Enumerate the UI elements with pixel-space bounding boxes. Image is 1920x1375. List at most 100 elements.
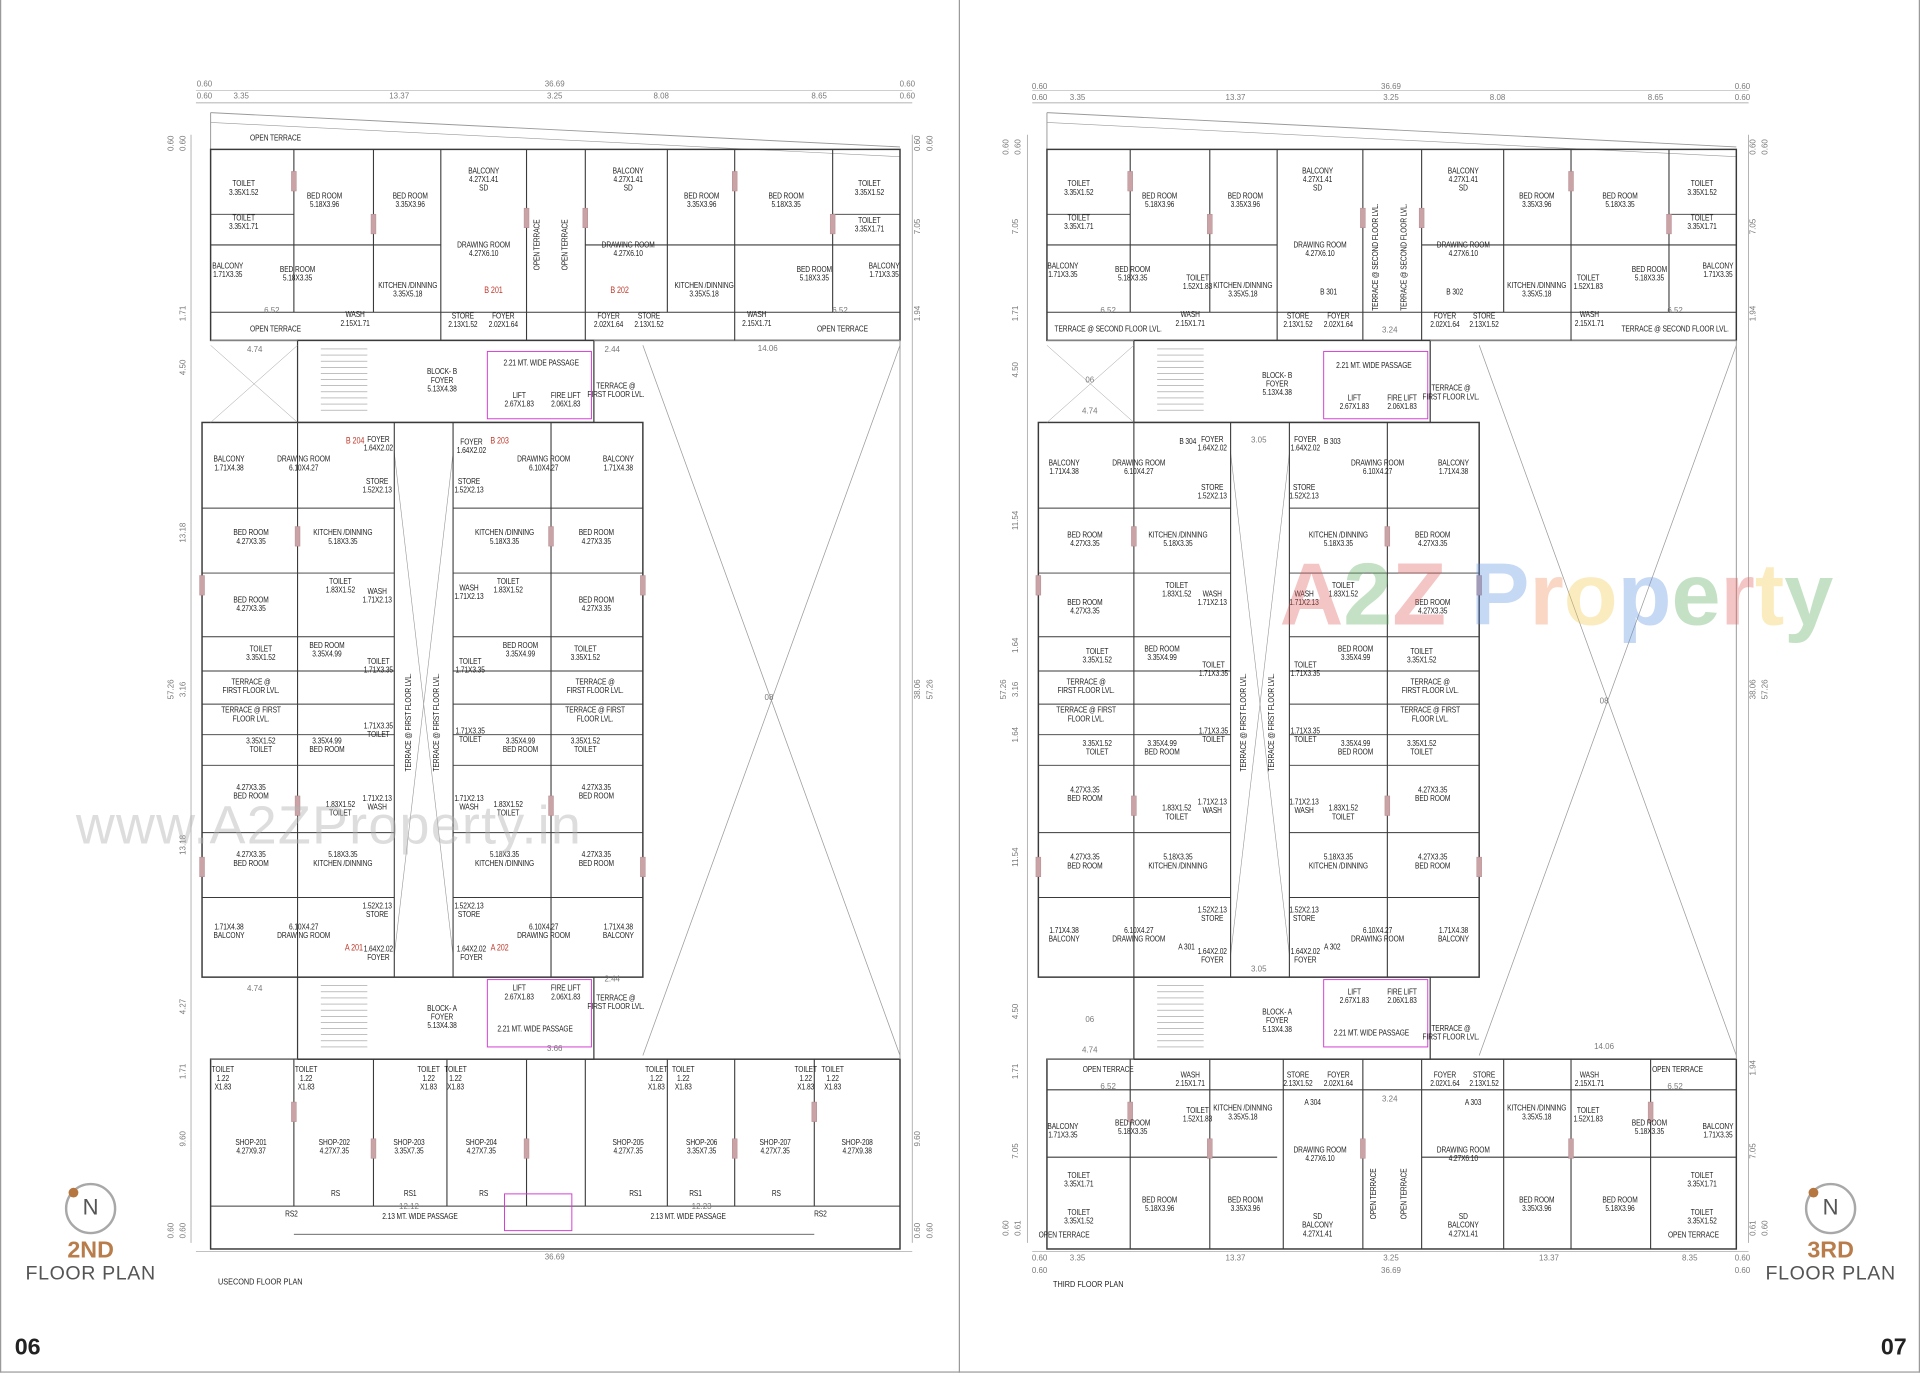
room-label: OPEN TERRACE [1038, 1231, 1090, 1240]
window-mark [582, 207, 589, 229]
wall [1046, 1058, 1738, 1250]
room-label: SD BALCONY 4.27X1.41 [1447, 1213, 1479, 1239]
dimension-label: 0.60 [1031, 1254, 1048, 1264]
dimension-label: 6.52 [1100, 306, 1116, 316]
window-mark [1035, 575, 1042, 596]
dimension-label: 36.69 [1381, 1266, 1401, 1276]
room-label: TOILET 1.22 X1.83 [794, 1066, 817, 1092]
window-mark [1360, 1138, 1366, 1159]
room-label: BED ROOM 4.27X3.35 [1067, 531, 1103, 549]
window-mark [1568, 1138, 1574, 1159]
page-right [958, 0, 1920, 1373]
room-label: 4.27X3.35 BED ROOM [1415, 853, 1451, 871]
room-label: BED ROOM 5.18X3.35 [1115, 1119, 1151, 1137]
core-outline [486, 979, 592, 1048]
dimension-label: 0.60 [926, 1222, 935, 1239]
window-mark [1384, 795, 1391, 816]
room-label: B 202 [610, 284, 629, 296]
room-label: WASH 2.15X1.71 [1175, 311, 1205, 329]
watermark-letter: y [1784, 546, 1834, 645]
window-mark [1207, 214, 1213, 235]
dimension-label: 8.65 [1647, 93, 1664, 103]
room-label: 1.83X1.52 TOILET [1328, 804, 1358, 822]
dimension-label: 08 [1599, 697, 1609, 706]
dimension-label: 06 [1085, 376, 1095, 386]
room-label: KITCHEN /DINNING 5.18X3.35 [474, 529, 535, 547]
room-label: STORE 1.52X2.13 [1197, 483, 1227, 501]
room-label: SHOP-206 3.35X7.35 [686, 1138, 718, 1156]
dimension-label: 0.60 [914, 135, 923, 152]
room-label: 5.18X3.35 KITCHEN /DINNING [474, 851, 535, 869]
room-label: TERRACE @ FIRST FLOOR LVL. [1401, 678, 1459, 696]
room-label: 1.52X2.13 STORE [362, 902, 392, 920]
room-label: TERRACE @ FIRST FLOOR LVL. [222, 678, 280, 696]
room-label: 5.18X3.35 KITCHEN /DINNING [313, 851, 373, 869]
room-label: TOILET 1.22 X1.83 [294, 1066, 318, 1092]
room-label: WASH 1.71X2.13 [362, 587, 392, 605]
room-label: STORE 2.13X1.52 [1283, 312, 1313, 330]
room-label: FOYER 1.64X2.02 [1197, 436, 1227, 454]
dimension-label: 3.24 [1382, 326, 1398, 335]
dimension-label: 0.60 [1734, 82, 1751, 92]
window-mark [1127, 171, 1133, 192]
room-label: BALCONY 1.71X3.35 [1702, 1122, 1734, 1141]
room-label: 4.27X3.35 BED ROOM [578, 851, 614, 869]
room-label: A 303 [1464, 1099, 1482, 1108]
room-label: BED ROOM 3.35X4.99 [1144, 645, 1180, 663]
dimension-label: 12.23 [691, 1203, 712, 1212]
dimension-label: 3.35 [1069, 93, 1086, 103]
dimension-label: 57.26 [167, 679, 176, 700]
room-label: DRAWING ROOM 6.10X4.27 [517, 455, 571, 473]
dimension-label: 08 [764, 693, 774, 703]
room-label: 1.71X4.38 BALCONY [213, 923, 245, 941]
room-label: OPEN TERRACE [533, 219, 542, 271]
room-label: FOYER 2.02X1.64 [1430, 1071, 1460, 1089]
room-label: TERRACE @ FIRST FLOOR LVL. [566, 678, 624, 696]
wall [296, 339, 595, 424]
dimension-label: 57.26 [1761, 679, 1771, 700]
room-label: TOILET 3.35X1.52 [1687, 180, 1717, 198]
dimension-label: 8.65 [811, 92, 827, 102]
dimension-label: 7.05 [1012, 1143, 1021, 1159]
dimension-label: 0.60 [167, 1222, 176, 1239]
dimension-label: 0.60 [1002, 1220, 1011, 1236]
room-label: DRAWING ROOM 4.27X6.10 [457, 241, 511, 259]
dimension-label: 38.06 [1749, 679, 1758, 700]
room-label: 1.71X3.35 TOILET [1198, 727, 1229, 745]
dimension-label: 0.60 [914, 1222, 923, 1239]
room-label: 1.64X2.02 FOYER [363, 945, 394, 963]
void-diagonal [210, 345, 298, 423]
wall [1046, 122, 1737, 158]
dimension-label: 0.60 [926, 135, 935, 152]
dimension-label: 13.37 [1225, 1254, 1246, 1264]
dimension-label: 6.52 [1667, 306, 1683, 316]
room-label: FIRE LIFT 2.06X1.83 [550, 984, 581, 1002]
dimension-label: 3.05 [1251, 436, 1267, 446]
room-label: BED ROOM 5.18X3.35 [279, 265, 316, 283]
wall [296, 976, 595, 1060]
room-label: A 202 [490, 941, 509, 953]
room-label: 3.35X4.99 BED ROOM [502, 737, 539, 755]
room-label: RS2 [285, 1210, 298, 1220]
room-label: KITCHEN /DINNING 3.35X5.18 [1213, 281, 1273, 299]
dimension-label: 3.24 [1382, 1095, 1398, 1104]
room-label: TOILET 3.35X1.71 [1064, 1171, 1094, 1189]
room-label: WASH 1.71X2.13 [454, 584, 484, 602]
room-label: TOILET 3.35X1.71 [1687, 1171, 1717, 1189]
dimension-label: 1.94 [1749, 1060, 1758, 1076]
room-label: BALCONY 1.71X3.35 [212, 262, 244, 280]
room-label: BALCONY 1.71X3.35 [1047, 262, 1079, 280]
room-label: WASH 1.71X2.13 [1197, 590, 1227, 608]
room-label: BALCONY 4.27X1.41 SD [468, 167, 500, 193]
watermark-letter: A [1279, 546, 1344, 645]
core-outline [504, 1193, 573, 1232]
watermark-letter: Z [1392, 546, 1447, 645]
floor-level: 3RD [1807, 1237, 1854, 1264]
room-label: 1.83X1.52 TOILET [1162, 804, 1192, 822]
dimension-label: 3.16 [1012, 681, 1021, 698]
wall [1133, 339, 1431, 424]
wall [1046, 112, 1737, 148]
room-label: 1.71X4.38 BALCONY [1437, 927, 1469, 945]
dimension-label: 0.61 [1014, 1220, 1024, 1236]
window-mark [199, 575, 205, 596]
